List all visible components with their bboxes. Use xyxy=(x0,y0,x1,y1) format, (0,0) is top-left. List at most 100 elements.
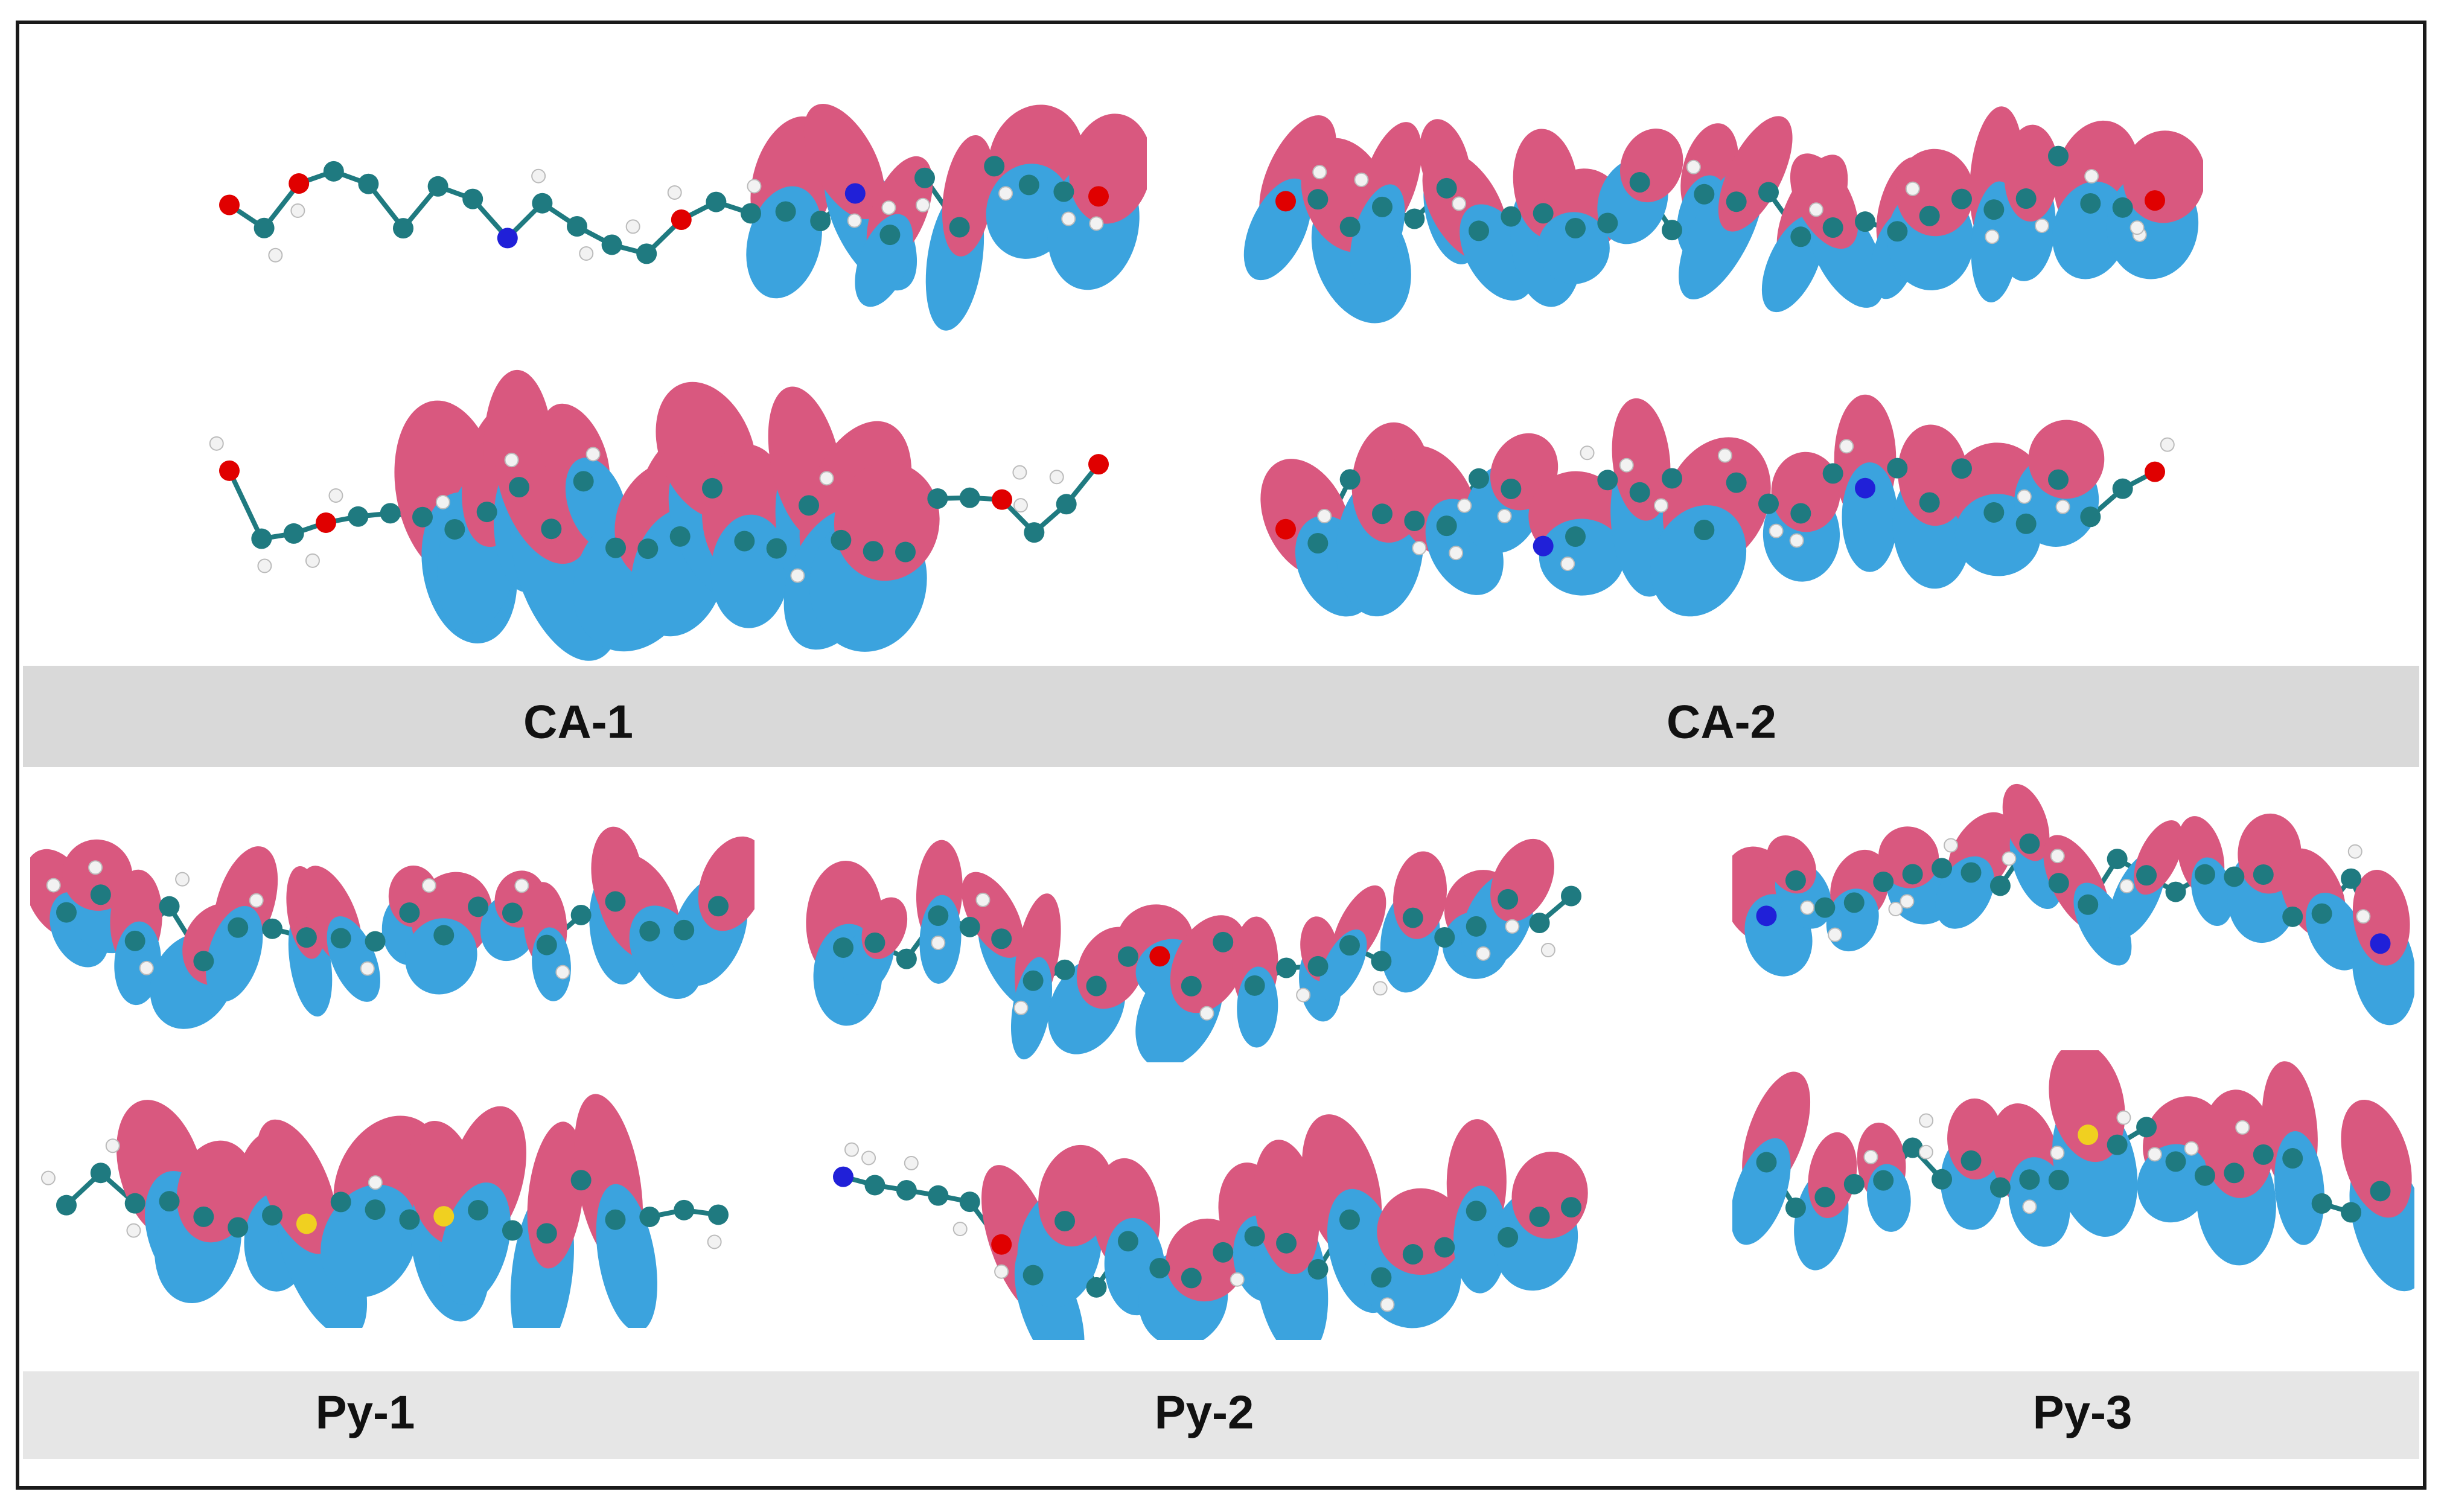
atom xyxy=(844,183,866,204)
atom xyxy=(1989,875,2011,896)
hydrogen-atom xyxy=(2034,219,2049,234)
atom xyxy=(1855,211,1875,232)
atom xyxy=(2145,190,2165,211)
atom xyxy=(462,188,483,209)
py1-lumo-orbital xyxy=(30,826,755,1029)
atom xyxy=(283,523,304,544)
atom xyxy=(1790,226,1811,247)
atom xyxy=(863,541,884,562)
orbital-lobe xyxy=(405,918,477,995)
hydrogen-atom xyxy=(268,247,283,263)
hydrogen-atom xyxy=(1619,458,1634,473)
orbital-lobe xyxy=(2352,870,2410,966)
atom xyxy=(2019,833,2040,854)
hydrogen-atom xyxy=(1888,902,1903,917)
atom xyxy=(1276,957,1297,978)
atom xyxy=(991,1234,1012,1255)
label-ca1: CA-1 xyxy=(523,695,634,748)
atom xyxy=(775,201,796,222)
molecule-group xyxy=(1243,106,2203,324)
atom xyxy=(810,211,831,232)
hydrogen-atom xyxy=(328,488,343,503)
py2-homo-orbital xyxy=(833,1114,1588,1340)
orbital-lobe xyxy=(206,905,263,1002)
hydrogen-atom xyxy=(1769,523,1784,538)
atom xyxy=(393,218,413,239)
hydrogen-atom xyxy=(1540,943,1555,958)
atom xyxy=(636,243,657,264)
atom xyxy=(1469,220,1489,241)
hydrogen-atom xyxy=(2017,489,2032,504)
atom xyxy=(1629,171,1650,193)
atom xyxy=(959,487,980,508)
atom xyxy=(1758,493,1779,514)
atom xyxy=(1024,522,1045,543)
atom xyxy=(601,234,622,255)
atom xyxy=(2048,469,2069,490)
hydrogen-atom xyxy=(1449,546,1464,561)
atom xyxy=(1307,955,1329,977)
ca2-homo-panel xyxy=(1237,338,2203,664)
atom xyxy=(262,918,283,939)
hydrogen-atom xyxy=(305,553,320,568)
atom xyxy=(1597,470,1618,491)
atom xyxy=(766,538,787,559)
molecule-group xyxy=(1260,394,2175,617)
py2-homo-panel xyxy=(803,1074,1612,1340)
atom xyxy=(1466,1201,1487,1222)
hydrogen-atom xyxy=(904,1155,919,1170)
atom xyxy=(56,1195,77,1216)
hydrogen-atom xyxy=(2055,499,2070,514)
atom xyxy=(1307,1258,1329,1280)
atom xyxy=(330,928,351,949)
orbital-lobe xyxy=(2049,1050,2125,1163)
atom xyxy=(1529,913,1550,934)
atom xyxy=(2019,1169,2040,1190)
atom xyxy=(1887,221,1908,242)
hydrogen-atom xyxy=(2347,844,2362,859)
atom xyxy=(1983,199,2005,220)
atom xyxy=(1149,946,1170,967)
hydrogen-atom xyxy=(555,965,570,980)
label-py2: Py-2 xyxy=(1154,1385,1254,1439)
atom xyxy=(316,512,336,533)
hydrogen-atom xyxy=(139,960,154,975)
atom xyxy=(1902,1137,1923,1158)
hydrogen-atom xyxy=(1354,172,1369,187)
atom xyxy=(1843,1173,1865,1195)
atom xyxy=(251,528,272,549)
atom xyxy=(1276,1233,1297,1254)
atom xyxy=(365,931,386,952)
hydrogen-atom xyxy=(915,197,930,212)
ca2-lumo-orbital xyxy=(1243,106,2203,324)
atom xyxy=(2080,193,2101,214)
hydrogen-atom xyxy=(1918,1144,1933,1160)
atom xyxy=(1694,183,1715,205)
atom xyxy=(605,1209,626,1230)
atom xyxy=(502,902,523,923)
atom xyxy=(2282,906,2303,927)
molecule-group xyxy=(806,838,1581,1062)
atom xyxy=(1372,503,1393,525)
py1-homo-panel xyxy=(30,1074,755,1328)
atom xyxy=(399,902,420,923)
label-py1: Py-1 xyxy=(315,1385,415,1439)
hydrogen-atom xyxy=(88,860,103,875)
atom xyxy=(124,1193,145,1214)
atom xyxy=(412,506,433,528)
orbital-lobe xyxy=(321,1184,418,1298)
atom xyxy=(1088,454,1109,475)
atom xyxy=(536,934,557,955)
hydrogen-atom xyxy=(707,1234,722,1249)
atom xyxy=(928,1185,949,1206)
atom xyxy=(1758,182,1779,203)
atom xyxy=(219,460,240,481)
atom xyxy=(1339,216,1361,237)
atom xyxy=(323,161,344,182)
atom xyxy=(1339,469,1361,490)
hydrogen-atom xyxy=(514,878,529,893)
atom xyxy=(56,902,77,923)
atom xyxy=(1213,1242,1234,1263)
orbital-lobe xyxy=(1650,505,1747,617)
atom xyxy=(1960,862,1982,883)
